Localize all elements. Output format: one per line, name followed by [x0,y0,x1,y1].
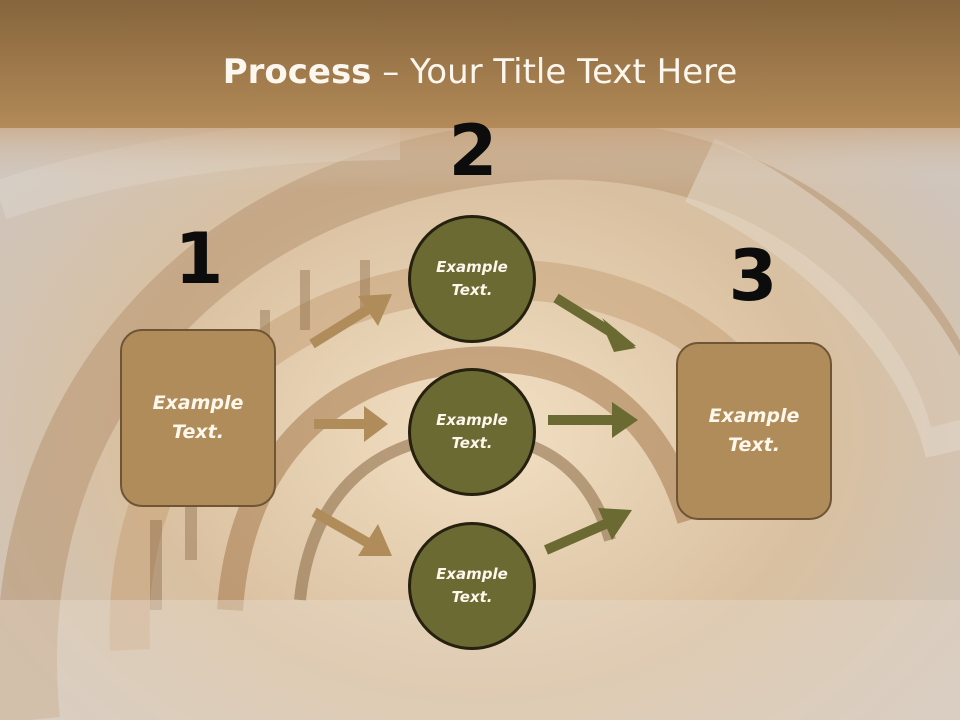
step-3-label-line1: Example [708,405,800,427]
step-1-label-line2: Text. [172,421,224,443]
circle-bottom-label-line1: Example [436,565,508,583]
title-bold: Process [222,52,372,92]
circle-middle: Example Text. [408,368,536,496]
circle-middle-label-line1: Example [436,411,508,429]
step-3-label-line2: Text. [728,434,780,456]
circle-top: Example Text. [408,215,536,343]
step-1-box: Example Text. [120,329,276,507]
step-number-2: 2 [448,110,498,192]
title-rest: – Your Title Text Here [371,52,738,92]
step-number-1: 1 [174,218,224,300]
step-number-3: 3 [728,235,778,317]
circle-bottom: Example Text. [408,522,536,650]
slide-title: Process – Your Title Text Here [0,52,960,92]
circle-top-label-line1: Example [436,258,508,276]
step-3-box: Example Text. [676,342,832,520]
circle-bottom-label-line2: Text. [451,588,493,606]
circle-top-label-line2: Text. [451,281,493,299]
step-1-label-line1: Example [152,392,244,414]
circle-middle-label-line2: Text. [451,434,493,452]
